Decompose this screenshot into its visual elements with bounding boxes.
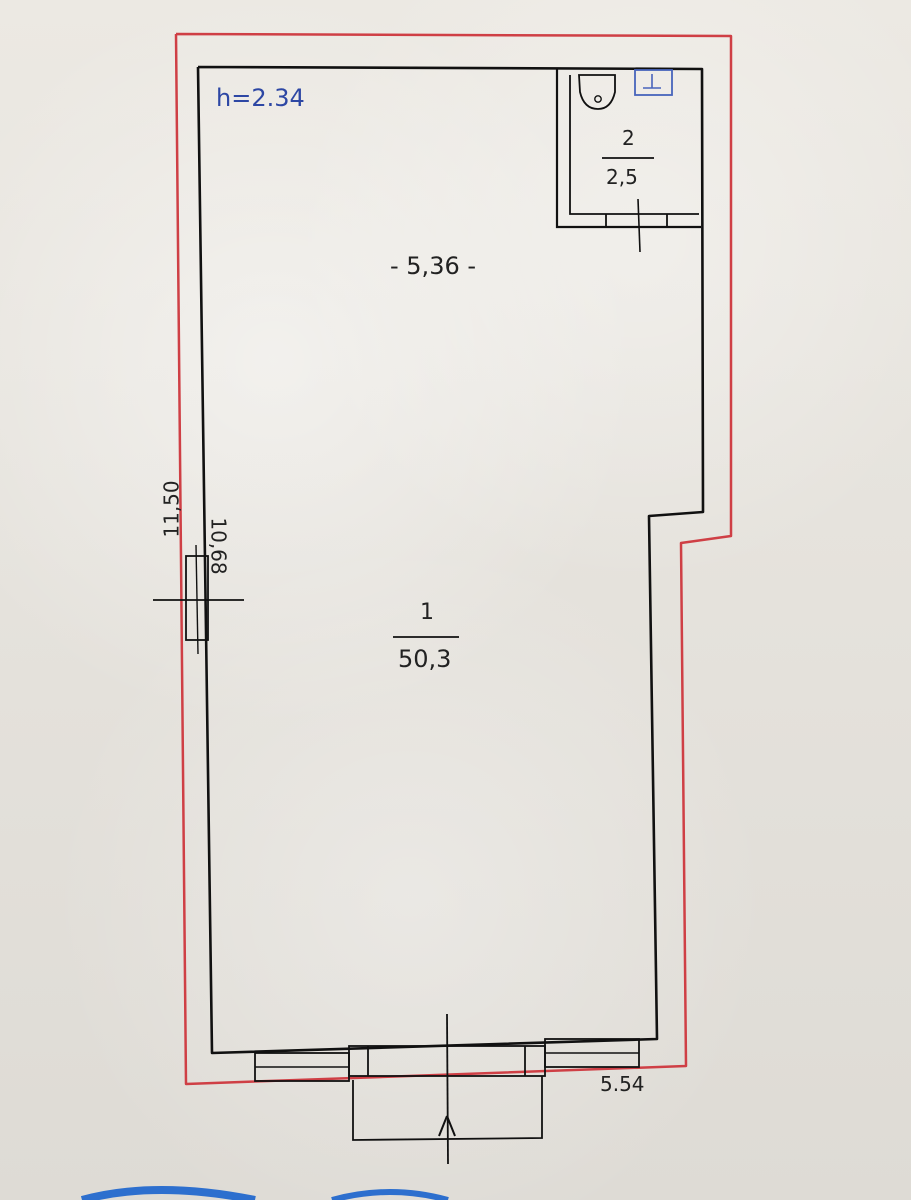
blue-paper-edge-right bbox=[331, 1189, 449, 1200]
ceiling-height-label: h=2.34 bbox=[216, 84, 305, 112]
toilet-inner-line bbox=[569, 75, 699, 215]
entry-arrow-icon bbox=[438, 1115, 456, 1137]
toilet-door-axis bbox=[637, 198, 641, 253]
left-opening bbox=[185, 555, 209, 641]
bottom-window-left bbox=[254, 1052, 350, 1082]
room-2-area: 2,5 bbox=[606, 165, 638, 189]
room-2-number: 2 bbox=[622, 126, 635, 150]
bottom-width-dimension: 5.54 bbox=[600, 1072, 645, 1096]
sink-icon bbox=[634, 69, 673, 96]
top-width-dimension: - 5,36 - bbox=[390, 252, 477, 280]
room-1-area: 50,3 bbox=[398, 645, 452, 673]
main-room-walls bbox=[196, 65, 705, 1055]
toilet-icon bbox=[578, 74, 616, 110]
left-opening-axis-vertical bbox=[195, 544, 199, 655]
blue-paper-edge-left bbox=[80, 1186, 256, 1200]
outer-height-dimension: 11,50 bbox=[159, 480, 184, 538]
entry-axis bbox=[446, 1013, 449, 1165]
room-1-number: 1 bbox=[420, 600, 434, 625]
inner-height-dimension: 10,68 bbox=[206, 517, 231, 575]
outer-contour bbox=[174, 32, 733, 1086]
toilet-partition bbox=[555, 69, 701, 229]
